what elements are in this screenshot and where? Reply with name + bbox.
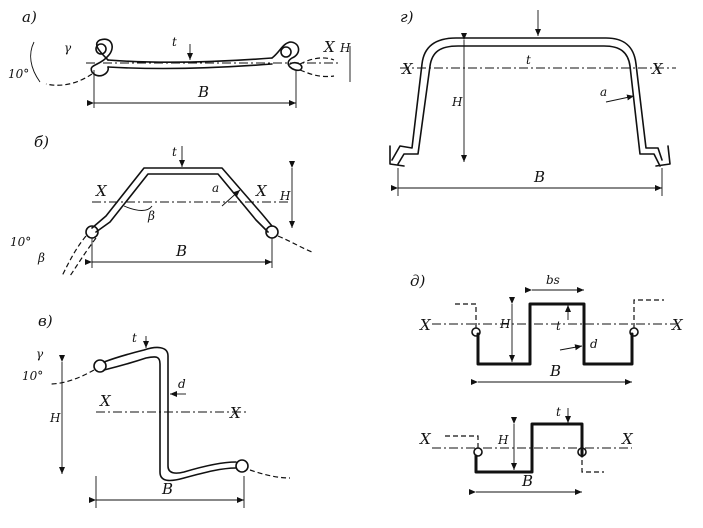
panel-g-locks xyxy=(389,145,671,167)
panel-g-profile-inner xyxy=(397,45,661,167)
panel-g-a-arrow xyxy=(605,94,635,103)
panel-a-web-top xyxy=(107,57,273,63)
panel-v: в) X X t d H B 10° γ xyxy=(22,312,291,508)
panel-d-d-label: d xyxy=(590,337,598,351)
panel-b-beta-label: β xyxy=(147,209,155,223)
panel-d-bs-label: bs xyxy=(546,273,560,287)
panel-a-angle-label: 10° xyxy=(8,67,29,81)
panel-g: г) X X t a H B xyxy=(389,8,676,196)
panel-d-upper-b-label: B xyxy=(549,362,561,380)
panel-a-h-label: H xyxy=(339,41,351,55)
panel-v-adjacent-left xyxy=(49,369,95,385)
panel-g-x-right: X xyxy=(651,60,664,78)
panel-b: б) X X t a β H B 10° β xyxy=(10,133,313,277)
panel-v-tag: в) xyxy=(38,312,53,330)
panel-b-angle-label: 10° xyxy=(10,235,31,249)
panel-a-left-lock-hole xyxy=(95,43,107,55)
panel-v-adjacent-right xyxy=(249,469,291,479)
panel-b-b-label: B xyxy=(175,242,187,260)
panel-v-right-lock xyxy=(235,459,249,473)
panel-b-adjacent-right xyxy=(277,235,313,253)
panel-g-profile-outer xyxy=(391,37,663,161)
panel-d-upper-x-left: X xyxy=(419,316,432,334)
panel-b-a-label: a xyxy=(212,181,219,195)
panel-v-x-right: X xyxy=(229,404,242,422)
panel-d-upper-x-right: X xyxy=(671,316,684,334)
panel-g-x-left: X xyxy=(401,60,414,78)
panel-b-x-right: X xyxy=(255,182,268,200)
panel-a-t-label: t xyxy=(172,35,177,49)
panel-d-tag: д) xyxy=(410,272,426,290)
panel-a-adjacent-left xyxy=(45,73,93,86)
panel-a-web-bottom xyxy=(107,63,273,70)
panel-a: а) X t H B 10° γ xyxy=(8,8,351,108)
panel-b-a-arrow xyxy=(221,189,241,207)
panel-b-beta2-label: β xyxy=(37,251,45,265)
panel-a-left-lock xyxy=(90,38,113,77)
panel-d: д) X X bs t d H B X X t H B xyxy=(410,272,684,495)
panel-d-upper-adjacent xyxy=(452,299,664,328)
panel-v-angle-label: 10° xyxy=(22,369,43,383)
panel-v-h-label: H xyxy=(49,411,61,425)
panel-a-gamma-label: γ xyxy=(64,41,72,55)
panel-b-t-label: t xyxy=(172,145,177,159)
panel-d-lower-h-label: H xyxy=(497,433,509,447)
panel-b-beta-arc xyxy=(123,205,153,211)
panel-a-right-lock-hole xyxy=(280,46,292,58)
panel-v-profile-outer xyxy=(103,346,237,474)
panel-d-lower-b-label: B xyxy=(521,472,533,490)
panel-d-lower-adjacent xyxy=(442,435,604,473)
panel-v-t-label: t xyxy=(132,331,137,345)
panel-g-b-label: B xyxy=(533,168,545,186)
panel-d-upper-t-label: t xyxy=(556,319,561,333)
panel-b-x-left: X xyxy=(95,182,108,200)
panel-b-h-label: H xyxy=(279,189,291,203)
panel-d-upper-profile xyxy=(476,302,634,366)
panel-d-lower-x-right: X xyxy=(621,430,634,448)
panel-v-gamma-label: γ xyxy=(36,347,44,361)
panel-b-tag: б) xyxy=(34,133,49,151)
panel-a-angle-arc xyxy=(30,41,41,83)
panel-a-b-label: B xyxy=(197,83,209,101)
panel-v-d-label: d xyxy=(178,377,186,391)
panel-v-left-lock xyxy=(93,359,107,373)
panel-g-t-label: t xyxy=(526,53,531,67)
panel-a-tag: а) xyxy=(22,8,37,26)
panel-g-h-label: H xyxy=(451,95,463,109)
panel-a-x-label: X xyxy=(323,38,336,56)
panel-d-lower-t-label: t xyxy=(556,405,561,419)
panel-b-adjacent-left xyxy=(61,235,97,277)
panel-a-right-lock xyxy=(271,41,303,72)
panel-v-b-label: B xyxy=(161,480,173,498)
panel-v-x-left: X xyxy=(99,392,112,410)
panel-v-profile-inner xyxy=(103,356,237,482)
panel-g-a-label: a xyxy=(600,85,607,99)
panel-b-profile-outer xyxy=(91,167,273,229)
panel-g-tag: г) xyxy=(400,8,414,26)
panel-d-upper-lock-left xyxy=(471,327,481,337)
panel-d-upper-h-label: H xyxy=(499,317,511,331)
panel-d-lower-profile xyxy=(474,422,584,474)
panel-d-lower-x-left: X xyxy=(419,430,432,448)
panel-d-d-arrow xyxy=(559,344,583,351)
panel-d-lower-lock-left xyxy=(473,447,483,457)
panel-a-adjacent-right xyxy=(299,57,335,78)
panel-d-upper-lock-right xyxy=(629,327,639,337)
panel-b-profile-inner xyxy=(95,173,269,233)
